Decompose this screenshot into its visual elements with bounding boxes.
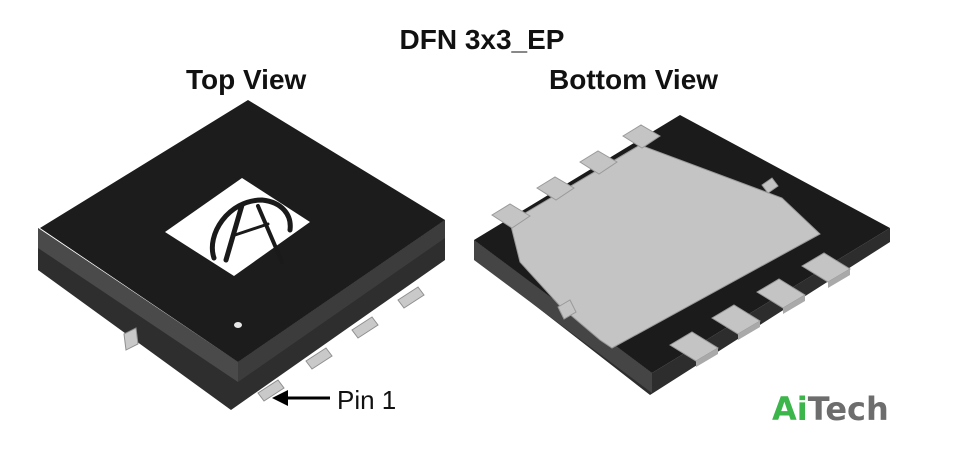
- top-package-bevel-left: [38, 228, 238, 382]
- pad-side-tab-left: [557, 299, 577, 320]
- aitech-watermark: AiTech: [772, 390, 889, 428]
- diagram-title: DFN 3x3_EP: [399, 24, 565, 55]
- top-view-package: [38, 100, 445, 410]
- pin1-marker-dot: [234, 322, 242, 328]
- brand-tech-text: Tech: [807, 390, 889, 428]
- exposed-thermal-pad: [509, 144, 821, 349]
- pin1-arrow-head: [272, 390, 288, 406]
- pad-finger-2: [536, 176, 575, 201]
- top-lead-pin4: [397, 286, 425, 309]
- top-package-bevel-right: [238, 220, 445, 382]
- brand-ai-text: Ai: [772, 390, 808, 428]
- pin1-label: Pin 1: [337, 385, 397, 415]
- top-lead-pin1: [257, 379, 285, 402]
- brand-a-logo-icon: [209, 197, 293, 264]
- bottom-lead-4-face: [828, 269, 850, 288]
- bottom-lead-1-face: [696, 348, 718, 367]
- bottom-view-package: [474, 115, 890, 395]
- bottom-lead-2-face: [738, 321, 760, 340]
- pad-finger-3: [579, 150, 618, 175]
- top-view-label: Top View: [186, 64, 307, 95]
- top-lead-pin3: [351, 316, 379, 339]
- pad-side-tab-right: [761, 177, 779, 194]
- bottom-lead-3-face: [783, 295, 805, 314]
- top-lead-side-tab: [123, 327, 139, 351]
- bottom-view-label: Bottom View: [549, 64, 719, 95]
- pad-finger-4: [622, 124, 661, 149]
- pad-finger-1: [491, 203, 531, 229]
- top-lead-pin2: [305, 347, 333, 370]
